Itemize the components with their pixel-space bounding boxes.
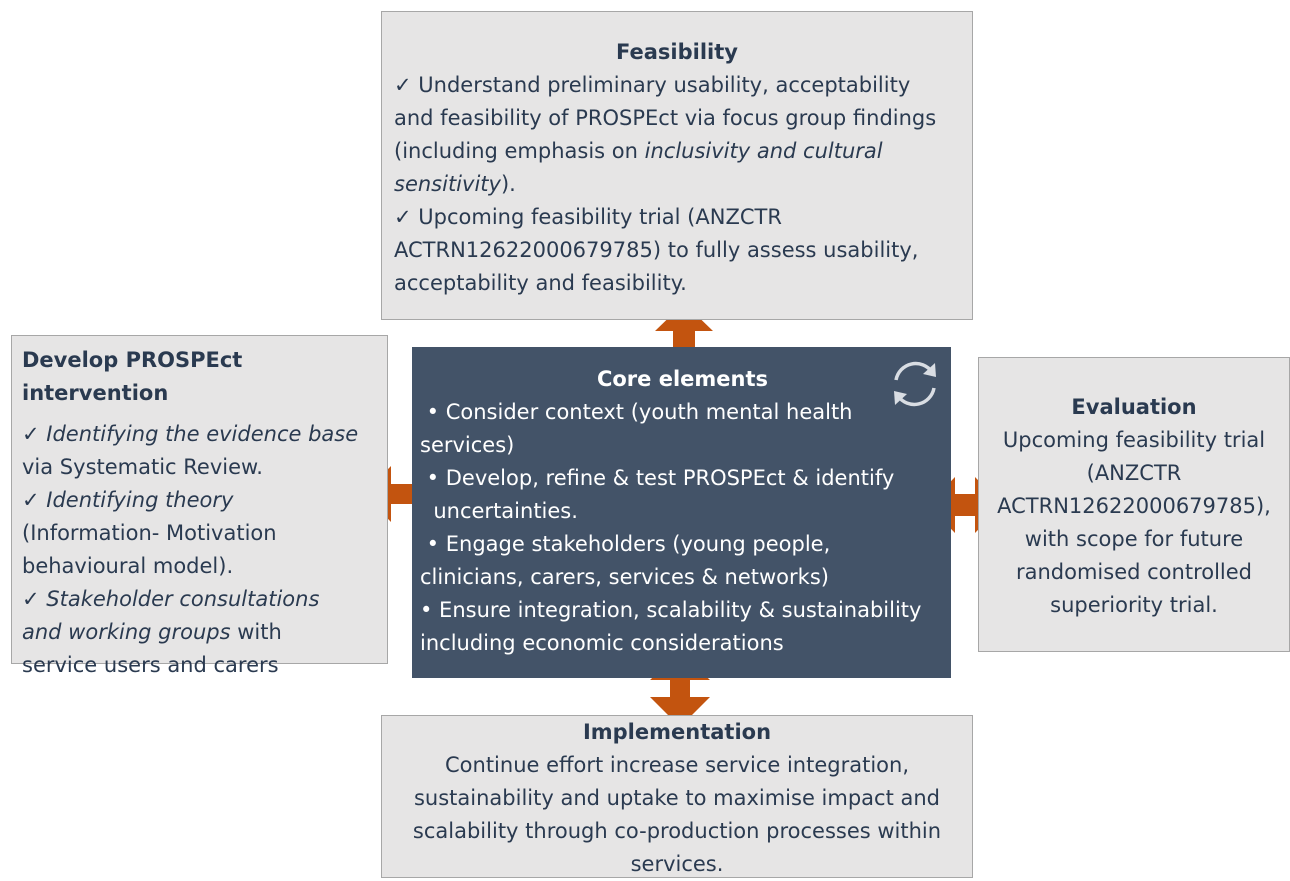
core-line: services) xyxy=(420,433,515,457)
develop-emphasis: Stakeholder consultations xyxy=(46,587,320,611)
evaluation-line: (ANZCTR xyxy=(1086,461,1182,485)
implementation-box: Implementation Continue effort increase … xyxy=(381,715,973,878)
feasibility-text: ). xyxy=(500,172,516,196)
core-elements-box: Core elements • Consider context (youth … xyxy=(412,347,951,678)
develop-line: behavioural model). xyxy=(22,554,234,578)
core-line: including economic considerations xyxy=(420,631,784,655)
feasibility-title: Feasibility xyxy=(616,40,738,64)
feasibility-line: and feasibility of PROSPEct via focus gr… xyxy=(394,106,937,130)
implementation-line: scalability through co-production proces… xyxy=(412,819,942,843)
feasibility-emphasis: sensitivity xyxy=(394,172,501,196)
core-title: Core elements xyxy=(596,367,769,391)
develop-emphasis: Identifying theory xyxy=(46,488,234,512)
core-line: • Develop, refine & test PROSPEct & iden… xyxy=(420,466,895,490)
develop-line: service users and carers xyxy=(22,653,279,677)
core-line: • Consider context (youth mental health xyxy=(420,400,853,424)
develop-line: and working groups with xyxy=(22,616,379,649)
evaluation-line: superiority trial. xyxy=(1050,593,1218,617)
evaluation-line: randomised controlled xyxy=(1015,560,1253,584)
feasibility-box: Feasibility ✓ Understand preliminary usa… xyxy=(381,11,973,320)
feasibility-emphasis: inclusivity and cultural xyxy=(644,139,883,163)
feasibility-line: ACTRN12622000679785) to fully assess usa… xyxy=(394,238,919,262)
core-line: clinicians, carers, services & networks) xyxy=(420,565,829,589)
core-line: • Ensure integration, scalability & sust… xyxy=(420,598,922,622)
implementation-line: Continue effort increase service integra… xyxy=(445,753,909,777)
cycle-icon xyxy=(894,361,936,407)
feasibility-text: (including emphasis on xyxy=(394,139,645,163)
develop-text: with xyxy=(230,620,282,644)
implementation-line: sustainability and uptake to maximise im… xyxy=(413,786,941,810)
evaluation-line: with scope for future xyxy=(1024,527,1244,551)
evaluation-line: ACTRN12622000679785), xyxy=(997,494,1271,518)
core-line: uncertainties. xyxy=(420,499,578,523)
develop-line: via Systematic Review. xyxy=(22,455,263,479)
develop-box: Develop PROSPEct intervention ✓ Identify… xyxy=(11,335,388,677)
develop-line: ✓ Stakeholder consultations xyxy=(22,583,379,616)
check-icon: ✓ xyxy=(22,422,47,446)
develop-line: ✓ Identifying theory xyxy=(22,484,379,517)
feasibility-line: (including emphasis on inclusivity and c… xyxy=(394,135,960,168)
core-line: • Engage stakeholders (young people, xyxy=(420,532,831,556)
develop-emphasis: and working groups xyxy=(22,620,231,644)
develop-line: ✓ Identifying the evidence base xyxy=(22,418,379,451)
evaluation-title: Evaluation xyxy=(1071,395,1197,419)
check-icon: ✓ xyxy=(22,488,47,512)
develop-title: Develop PROSPEct intervention xyxy=(22,348,243,405)
evaluation-box: Evaluation Upcoming feasibility trial (A… xyxy=(978,357,1290,652)
implementation-line: services. xyxy=(630,852,724,876)
develop-emphasis: Identifying the evidence base xyxy=(46,422,359,446)
check-icon: ✓ xyxy=(22,587,47,611)
implementation-title: Implementation xyxy=(582,720,772,744)
develop-line: (Information- Motivation xyxy=(22,521,277,545)
feasibility-line: acceptability and feasibility. xyxy=(394,271,687,295)
evaluation-line: Upcoming feasibility trial xyxy=(1002,428,1266,452)
feasibility-line: ✓ Understand preliminary usability, acce… xyxy=(394,73,911,97)
feasibility-line: ✓ Upcoming feasibility trial (ANZCTR xyxy=(394,205,782,229)
feasibility-line: sensitivity). xyxy=(394,168,960,201)
